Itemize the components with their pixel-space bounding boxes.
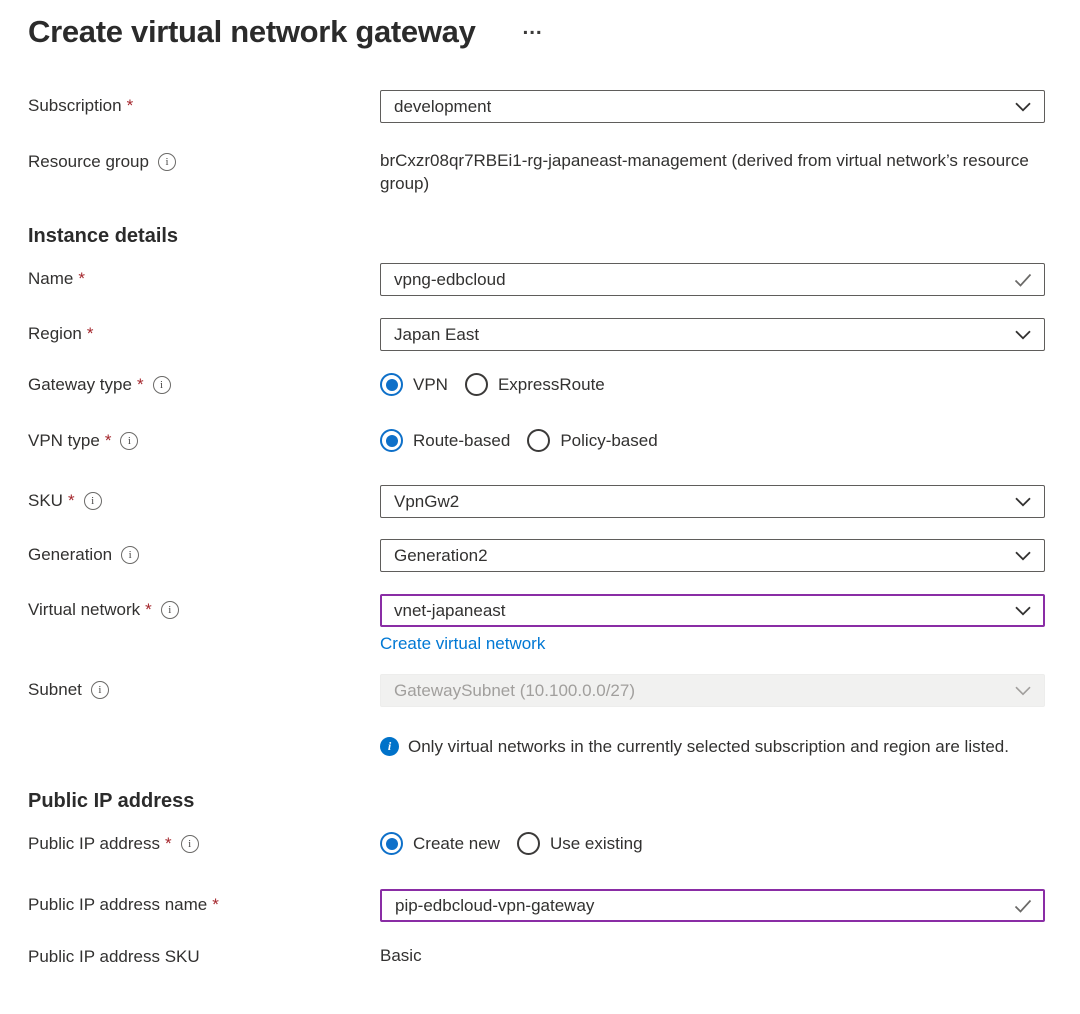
virtual-network-row: Virtual network* i vnet-japaneast Create… xyxy=(28,594,1045,654)
radio-selected-icon xyxy=(380,832,403,855)
region-label: Region* xyxy=(28,318,380,345)
chevron-down-icon xyxy=(1015,330,1031,340)
public-ip-row: Public IP address* i Create new Use exis… xyxy=(28,829,1045,855)
sku-dropdown[interactable]: VpnGw2 xyxy=(380,485,1045,518)
subnet-dropdown-disabled: GatewaySubnet (10.100.0.0/27) xyxy=(380,674,1045,707)
required-marker: * xyxy=(127,95,134,117)
info-icon[interactable]: i xyxy=(121,546,139,564)
create-vng-blade: Create virtual network gateway … Subscri… xyxy=(0,0,1080,974)
region-dropdown[interactable]: Japan East xyxy=(380,318,1045,351)
chevron-down-icon xyxy=(1015,497,1031,507)
radio-label: Use existing xyxy=(550,834,643,854)
radio-unselected-icon xyxy=(465,373,488,396)
name-input[interactable] xyxy=(380,263,1045,296)
virtual-network-label: Virtual network* i xyxy=(28,594,380,621)
radio-selected-icon xyxy=(380,429,403,452)
radio-unselected-icon xyxy=(517,832,540,855)
radio-label: ExpressRoute xyxy=(498,375,605,395)
radio-vpn[interactable]: VPN xyxy=(380,373,448,396)
info-icon[interactable]: i xyxy=(161,601,179,619)
radio-label: Route-based xyxy=(413,431,510,451)
gateway-type-row: Gateway type* i VPN ExpressRoute xyxy=(28,370,1045,396)
resource-group-label: Resource group i xyxy=(28,148,380,173)
radio-label: VPN xyxy=(413,375,448,395)
subscription-label: Subscription* xyxy=(28,90,380,117)
chevron-down-icon xyxy=(1015,102,1031,112)
subscription-dropdown[interactable]: development xyxy=(380,90,1045,123)
info-filled-icon: i xyxy=(380,737,399,756)
chevron-down-icon xyxy=(1015,606,1031,616)
info-note-row: i Only virtual networks in the currently… xyxy=(28,735,1045,758)
generation-value: Generation2 xyxy=(394,546,488,566)
radio-label: Create new xyxy=(413,834,500,854)
sku-label: SKU* i xyxy=(28,485,380,512)
required-marker: * xyxy=(105,430,112,452)
info-icon[interactable]: i xyxy=(181,835,199,853)
page-title: Create virtual network gateway xyxy=(28,14,476,50)
public-ip-name-input[interactable] xyxy=(380,889,1045,922)
radio-policy-based[interactable]: Policy-based xyxy=(527,429,657,452)
create-virtual-network-link[interactable]: Create virtual network xyxy=(380,634,545,654)
name-row: Name* xyxy=(28,263,1045,296)
virtual-network-value: vnet-japaneast xyxy=(394,601,506,621)
instance-details-heading: Instance details xyxy=(28,225,1045,248)
info-icon[interactable]: i xyxy=(84,492,102,510)
sku-value: VpnGw2 xyxy=(394,492,459,512)
public-ip-sku-label: Public IP address SKU xyxy=(28,944,380,968)
resource-group-row: Resource group i brCxzr08qr7RBEi1-rg-jap… xyxy=(28,148,1045,195)
sku-row: SKU* i VpnGw2 xyxy=(28,485,1045,518)
info-icon[interactable]: i xyxy=(158,153,176,171)
required-marker: * xyxy=(212,894,219,916)
info-icon[interactable]: i xyxy=(91,681,109,699)
vpn-type-label: VPN type* i xyxy=(28,426,380,452)
gateway-type-radio-group: VPN ExpressRoute xyxy=(380,370,1045,396)
public-ip-label: Public IP address* i xyxy=(28,829,380,855)
required-marker: * xyxy=(145,599,152,621)
blade-header: Create virtual network gateway … xyxy=(28,14,1045,50)
region-row: Region* Japan East xyxy=(28,318,1045,351)
resource-group-value: brCxzr08qr7RBEi1-rg-japaneast-management… xyxy=(380,148,1045,195)
name-label: Name* xyxy=(28,263,380,290)
gateway-type-label: Gateway type* i xyxy=(28,370,380,396)
chevron-down-icon xyxy=(1015,686,1031,696)
radio-selected-icon xyxy=(380,373,403,396)
radio-use-existing[interactable]: Use existing xyxy=(517,832,643,855)
chevron-down-icon xyxy=(1015,551,1031,561)
info-icon[interactable]: i xyxy=(153,376,171,394)
required-marker: * xyxy=(165,833,172,855)
radio-unselected-icon xyxy=(527,429,550,452)
public-ip-sku-row: Public IP address SKU Basic xyxy=(28,944,1045,968)
public-ip-sku-value: Basic xyxy=(380,944,1045,967)
generation-label: Generation i xyxy=(28,539,380,566)
radio-expressroute[interactable]: ExpressRoute xyxy=(465,373,605,396)
radio-route-based[interactable]: Route-based xyxy=(380,429,510,452)
public-ip-name-row: Public IP address name* xyxy=(28,889,1045,922)
virtual-network-dropdown[interactable]: vnet-japaneast xyxy=(380,594,1045,627)
radio-label: Policy-based xyxy=(560,431,657,451)
subnet-label: Subnet i xyxy=(28,674,380,701)
public-ip-radio-group: Create new Use existing xyxy=(380,829,1045,855)
info-note-text: Only virtual networks in the currently s… xyxy=(408,735,1028,758)
info-icon[interactable]: i xyxy=(120,432,138,450)
required-marker: * xyxy=(78,268,85,290)
subnet-value: GatewaySubnet (10.100.0.0/27) xyxy=(394,681,635,701)
radio-create-new[interactable]: Create new xyxy=(380,832,500,855)
valid-check-icon xyxy=(1014,899,1032,913)
vpn-type-row: VPN type* i Route-based Policy-based xyxy=(28,426,1045,452)
region-value: Japan East xyxy=(394,325,479,345)
subscription-row: Subscription* development xyxy=(28,90,1045,123)
public-ip-name-label: Public IP address name* xyxy=(28,889,380,916)
required-marker: * xyxy=(137,374,144,396)
vpn-type-radio-group: Route-based Policy-based xyxy=(380,426,1045,452)
valid-check-icon xyxy=(1014,273,1032,287)
generation-row: Generation i Generation2 xyxy=(28,539,1045,572)
subscription-value: development xyxy=(394,97,491,117)
generation-dropdown[interactable]: Generation2 xyxy=(380,539,1045,572)
required-marker: * xyxy=(87,323,94,345)
subnet-row: Subnet i GatewaySubnet (10.100.0.0/27) xyxy=(28,674,1045,707)
public-ip-heading: Public IP address xyxy=(28,790,1045,813)
info-note: i Only virtual networks in the currently… xyxy=(380,735,1028,758)
more-options-button[interactable]: … xyxy=(518,17,549,48)
required-marker: * xyxy=(68,490,75,512)
